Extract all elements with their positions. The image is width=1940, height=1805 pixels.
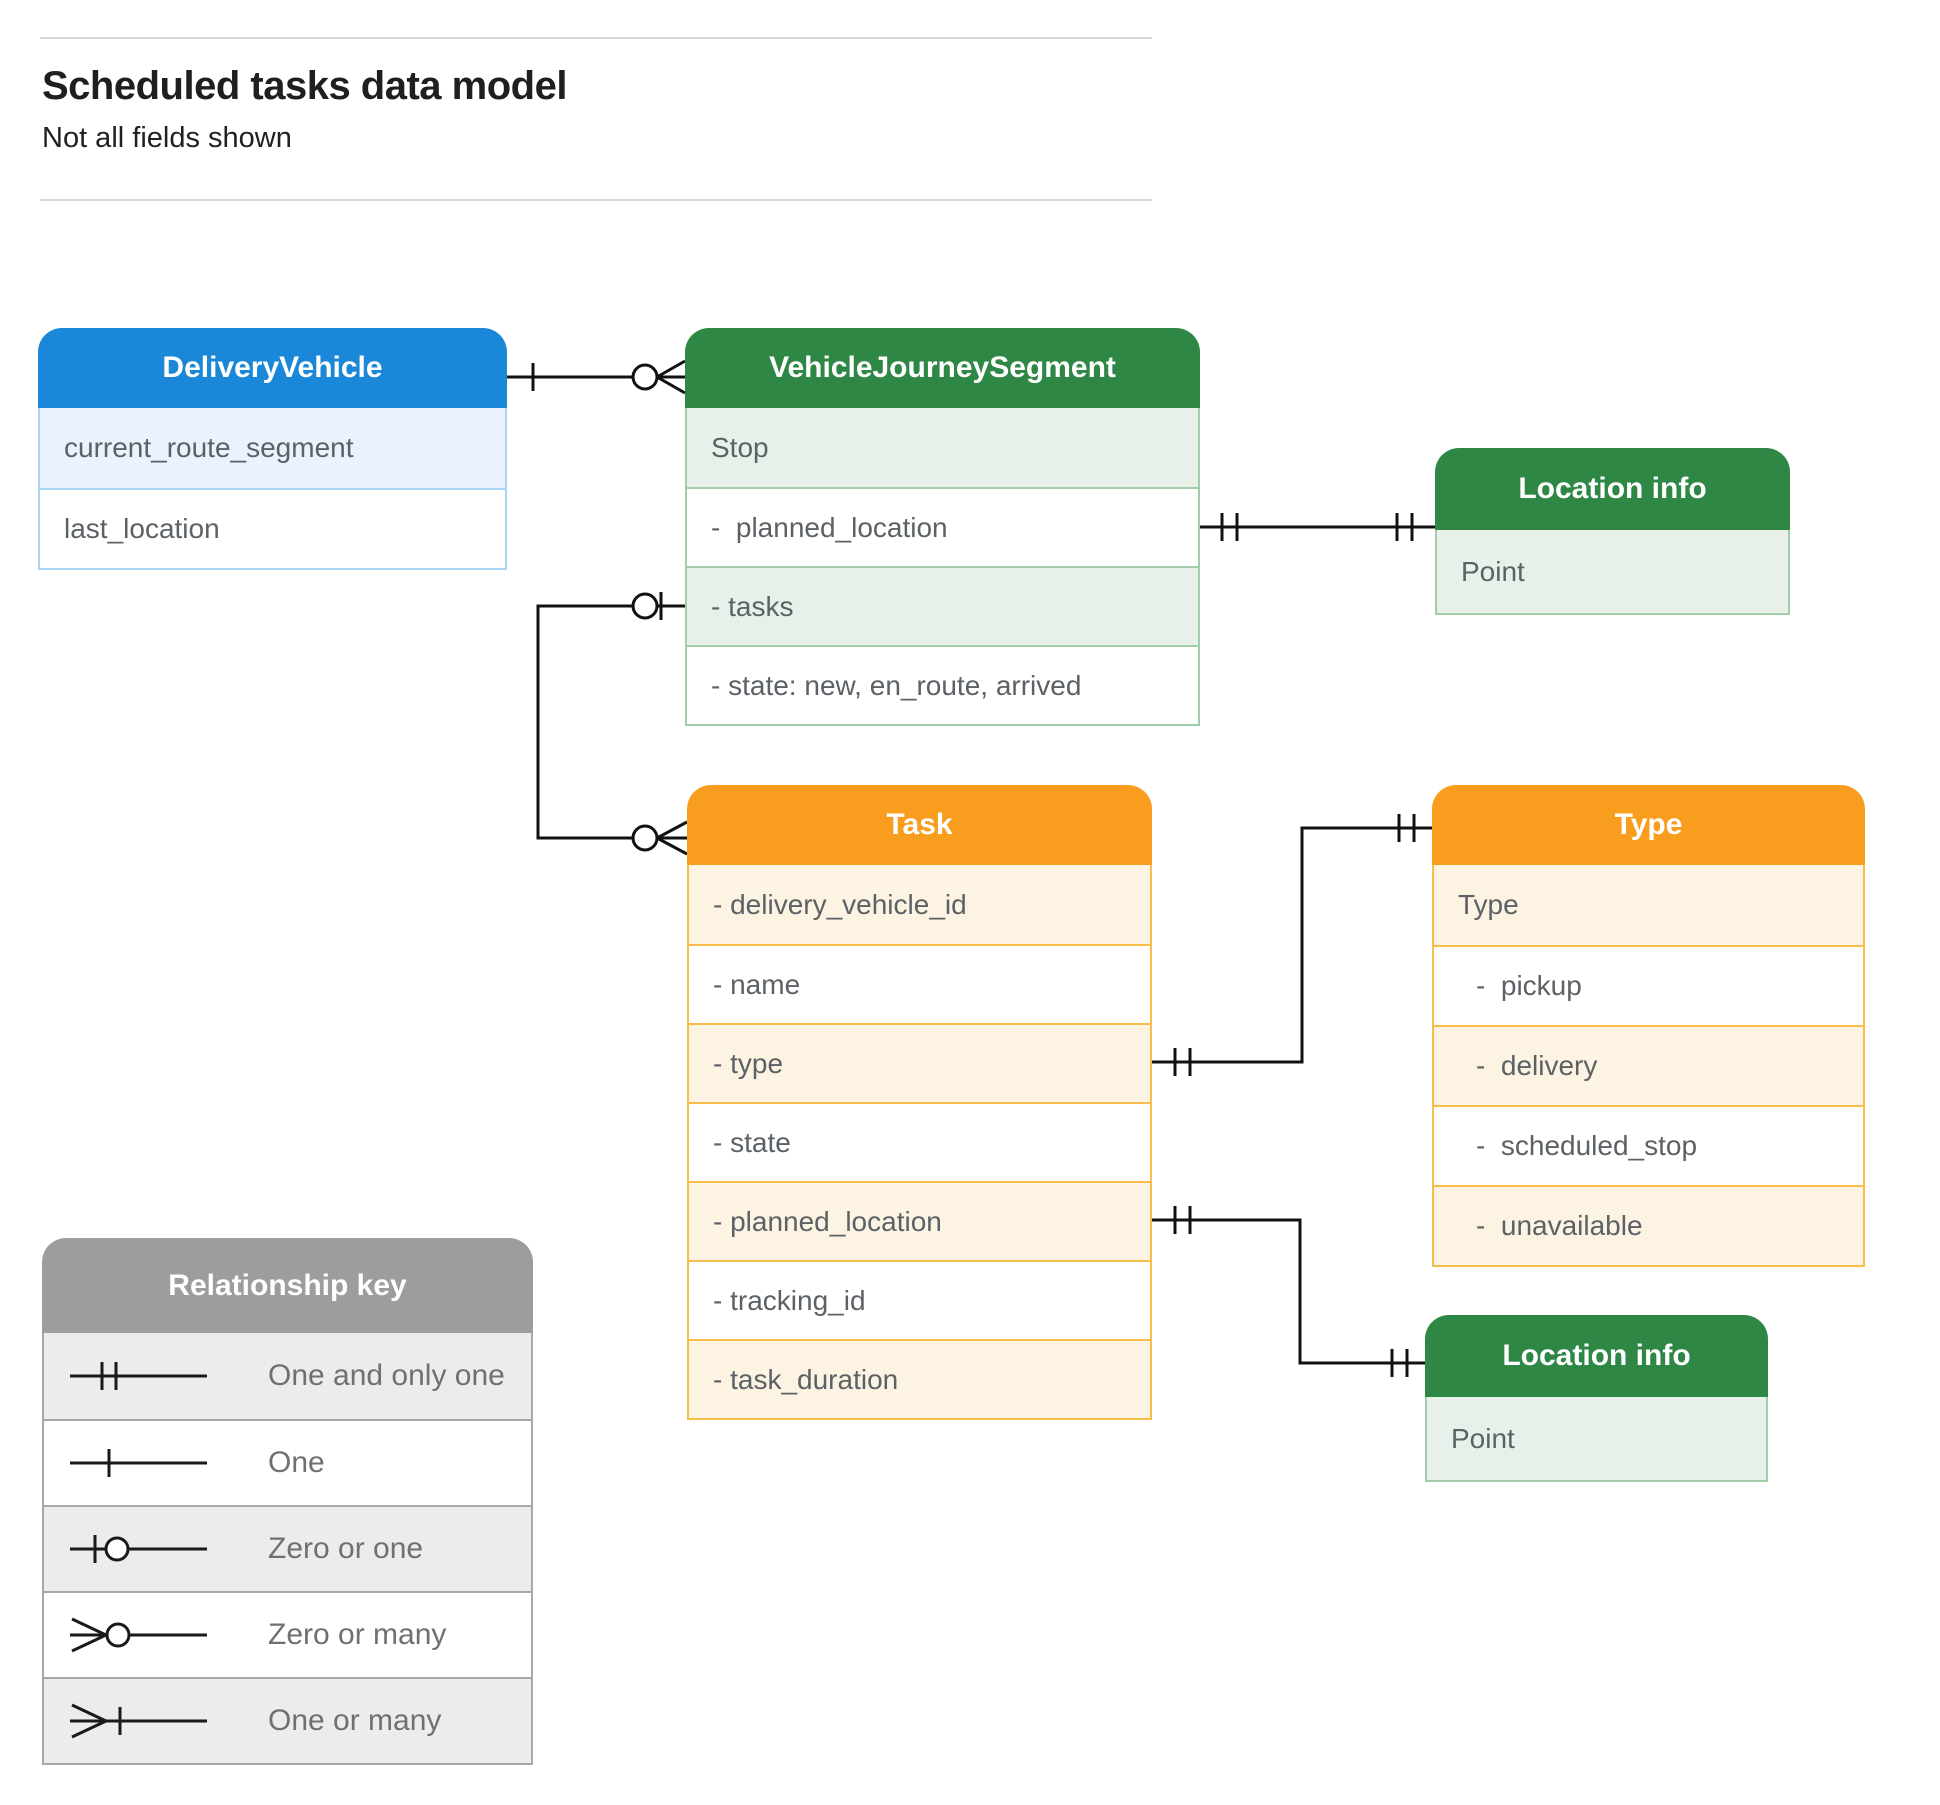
legend-item-label: One and only one (268, 1359, 505, 1392)
entity-location-info-bottom: Location info Point (1425, 1315, 1768, 1482)
entity-location-info-bottom-header: Location info (1425, 1315, 1768, 1397)
entity-title: DeliveryVehicle (162, 351, 383, 384)
field-row-name: - name (689, 944, 1150, 1023)
field-label: Stop (711, 431, 769, 463)
legend-item-label: Zero or many (268, 1618, 447, 1651)
entity-body: current_route_segment last_location (38, 408, 507, 570)
connector-segment-tasks-task (536, 592, 688, 856)
field-row-unavailable: - unavailable (1434, 1185, 1863, 1265)
entity-vehicle-journey-segment: VehicleJourneySegment Stop - planned_loc… (685, 328, 1200, 726)
field-label: Point (1451, 1422, 1515, 1454)
field-label: Point (1461, 555, 1525, 587)
divider-bottom (40, 199, 1152, 201)
entity-task: Task - delivery_vehicle_id - name - type… (687, 785, 1152, 1420)
one-and-only-one-symbol (70, 1362, 207, 1390)
page-subtitle: Not all fields shown (42, 122, 292, 154)
entity-delivery-vehicle-header: DeliveryVehicle (38, 328, 507, 408)
field-row-current-route-segment: current_route_segment (40, 408, 505, 488)
field-label: - scheduled_stop (1476, 1130, 1698, 1161)
field-label: - state: new, en_route, arrived (711, 669, 1082, 701)
field-row-tasks: - tasks (687, 566, 1198, 645)
legend-item-one-and-only-one: One and only one (44, 1333, 531, 1419)
field-label: current_route_segment (64, 432, 354, 463)
one-or-many-symbol (70, 1703, 207, 1739)
entity-type: Type Type - pickup - delivery - schedule… (1432, 785, 1865, 1267)
entity-title: Location info (1518, 472, 1707, 505)
field-row-state: - state (689, 1102, 1150, 1181)
field-label: - delivery (1476, 1050, 1598, 1081)
connector-deliveryvehicle-vehiclejourneysegment (507, 359, 686, 395)
relationship-key: Relationship key One and only one One Ze… (42, 1238, 533, 1765)
field-row-last-location: last_location (40, 488, 505, 568)
legend-item-zero-or-many: Zero or many (44, 1591, 531, 1677)
entity-title: Task (886, 808, 953, 841)
entity-title: VehicleJourneySegment (769, 351, 1116, 384)
entity-body: Point (1425, 1397, 1768, 1482)
entity-body: - delivery_vehicle_id - name - type - st… (687, 865, 1152, 1420)
field-label: - type (713, 1047, 784, 1079)
entity-title: Location info (1502, 1339, 1691, 1372)
legend-body: One and only one One Zero or one Zero or… (42, 1333, 533, 1765)
one-symbol (70, 1449, 207, 1477)
divider-top (40, 37, 1152, 39)
field-label: - pickup (1476, 970, 1582, 1001)
field-row-task-duration: - task_duration (689, 1339, 1150, 1418)
field-row-pickup: - pickup (1434, 945, 1863, 1025)
connector-task-type (1152, 814, 1432, 1076)
relationship-key-header: Relationship key (42, 1238, 533, 1333)
entity-location-info-top-header: Location info (1435, 448, 1790, 530)
field-label: - planned_location (711, 511, 948, 543)
legend-item-label: One or many (268, 1704, 442, 1737)
field-row-state: - state: new, en_route, arrived (687, 645, 1198, 724)
legend-item-one: One (44, 1419, 531, 1505)
legend-item-label: Zero or one (268, 1532, 424, 1565)
entity-type-header: Type (1432, 785, 1865, 865)
legend-item-one-or-many: One or many (44, 1677, 531, 1763)
legend-item-label: One (268, 1446, 325, 1479)
field-row-scheduled-stop: - scheduled_stop (1434, 1105, 1863, 1185)
field-label: - tasks (711, 590, 794, 622)
field-label: - state (713, 1126, 791, 1158)
field-row-point: Point (1427, 1397, 1766, 1480)
field-label: last_location (64, 513, 220, 544)
entity-title: Type (1614, 808, 1683, 841)
field-row-type: - type (689, 1023, 1150, 1102)
entity-location-info-top: Location info Point (1435, 448, 1790, 615)
field-row-stop: Stop (687, 408, 1198, 487)
entity-task-header: Task (687, 785, 1152, 865)
field-row-tracking-id: - tracking_id (689, 1260, 1150, 1339)
field-label: - planned_location (713, 1205, 942, 1237)
field-row-type: Type (1434, 865, 1863, 945)
field-row-delivery-vehicle-id: - delivery_vehicle_id (689, 865, 1150, 944)
field-row-planned-location: - planned_location (689, 1181, 1150, 1260)
field-row-delivery: - delivery (1434, 1025, 1863, 1105)
field-row-planned-location: - planned_location (687, 487, 1198, 566)
page-title: Scheduled tasks data model (42, 64, 567, 108)
field-label: - name (713, 968, 801, 1000)
entity-delivery-vehicle: DeliveryVehicle current_route_segment la… (38, 328, 507, 570)
connector-task-locationinfo-bottom (1152, 1206, 1425, 1377)
entity-body: Point (1435, 530, 1790, 615)
entity-body: Type - pickup - delivery - scheduled_sto… (1432, 865, 1865, 1267)
entity-vehicle-journey-segment-header: VehicleJourneySegment (685, 328, 1200, 408)
zero-or-one-symbol (70, 1535, 207, 1563)
connector-segment-locationinfo-top (1200, 513, 1435, 541)
field-label: - delivery_vehicle_id (713, 888, 967, 920)
zero-or-many-symbol (70, 1617, 207, 1653)
legend-title: Relationship key (168, 1268, 407, 1302)
field-label: - unavailable (1476, 1210, 1643, 1241)
field-label: Type (1458, 889, 1519, 920)
field-label: - tracking_id (713, 1284, 866, 1316)
legend-item-zero-or-one: Zero or one (44, 1505, 531, 1591)
field-label: - task_duration (713, 1363, 899, 1395)
field-row-point: Point (1437, 530, 1788, 613)
entity-body: Stop - planned_location - tasks - state:… (685, 408, 1200, 726)
